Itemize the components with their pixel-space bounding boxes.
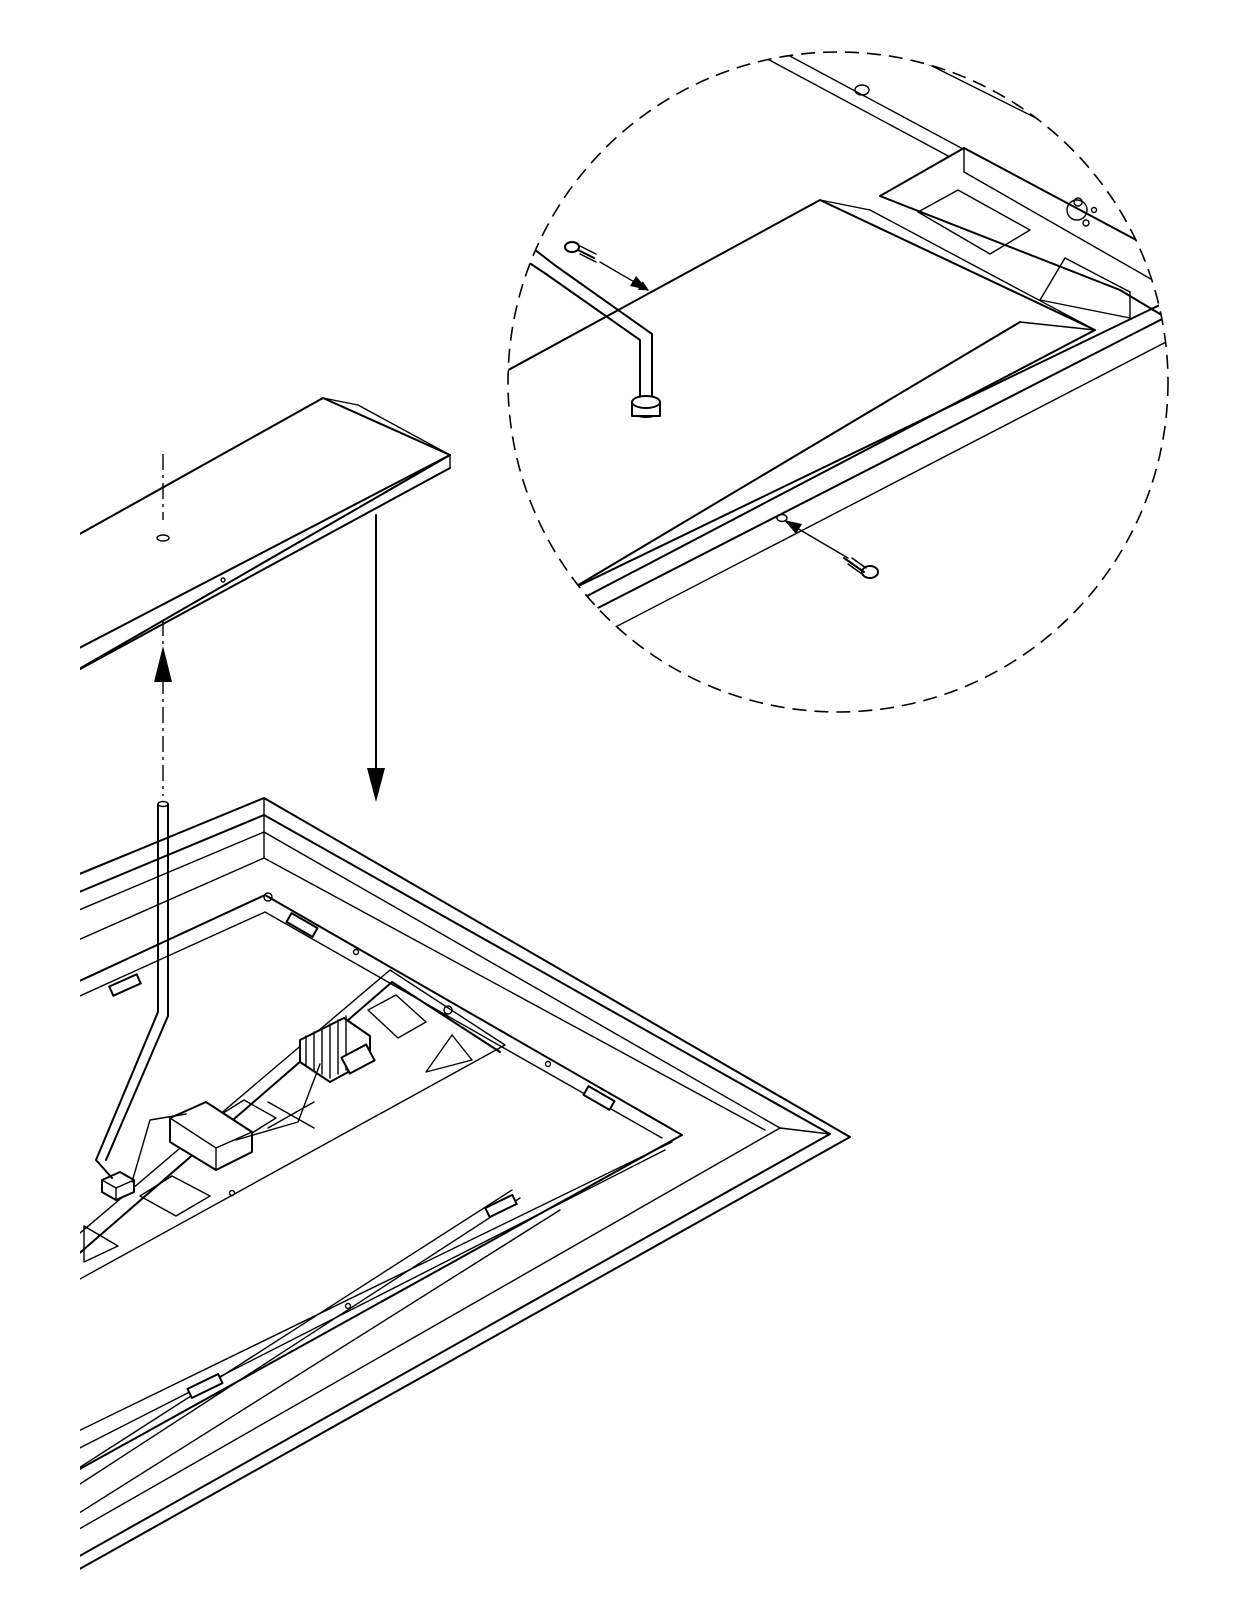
up-arrow-icon [154,646,172,682]
cover-panel [80,397,451,671]
panel-side-hole [220,577,226,583]
screw-arrow-icon [630,276,648,290]
fixture-frame [80,797,851,1570]
down-arrow-icon [367,768,385,802]
screw-arrow-icon [784,520,802,534]
panel-hole [776,513,788,523]
connector-block [101,1171,135,1201]
assembly-arrows [154,454,385,802]
tray-clip [108,912,616,1399]
panel-hole [156,534,170,542]
screw-top [564,241,597,263]
screw-bottom [843,557,879,579]
heatsink [299,1015,376,1083]
driver-box [169,1101,253,1171]
wiring [95,800,321,1183]
detail-magnifier-circle [507,51,1169,713]
